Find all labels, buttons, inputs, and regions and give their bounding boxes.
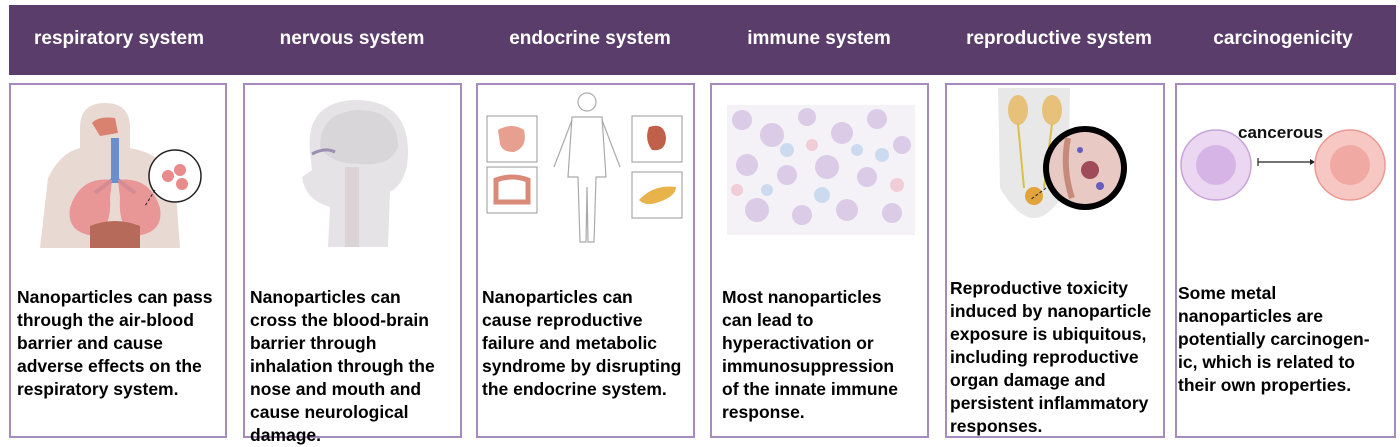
reproductive-description: Reproductive toxicity induced by nanopar… <box>950 278 1152 436</box>
endocrine-illustration <box>486 92 683 243</box>
respiratory-illustration <box>40 103 202 248</box>
immune-description: Most nanoparticles can lead to hyperacti… <box>722 287 898 422</box>
panel-reproductive <box>945 83 1165 438</box>
header-bar <box>9 5 1396 75</box>
cancerous-label: cancerous <box>1238 123 1324 142</box>
title-nervous-system: nervous system <box>279 28 425 49</box>
title-endocrine-system: endocrine system <box>509 28 671 49</box>
immune-illustration <box>727 105 915 235</box>
title-immune-system: immune system <box>747 28 891 49</box>
endocrine-description: Nanoparticles can cause reproductive fai… <box>482 287 682 399</box>
title-carcinogenicity: carcinogenicity <box>1213 28 1353 49</box>
nervous-description: Nanoparticles can cross the blood-brain … <box>250 287 435 445</box>
title-respiratory-system: respiratory system <box>33 28 205 49</box>
reproductive-illustration <box>998 88 1127 218</box>
respiratory-description: Nanoparticles can pass through the air-b… <box>17 287 213 399</box>
title-reproductive-system: reproductive system <box>966 28 1152 49</box>
carcinogenicity-description: Some metal nanoparticles are potentially… <box>1178 283 1370 395</box>
carcinogenicity-illustration <box>1180 129 1386 201</box>
nervous-illustration <box>302 100 408 247</box>
